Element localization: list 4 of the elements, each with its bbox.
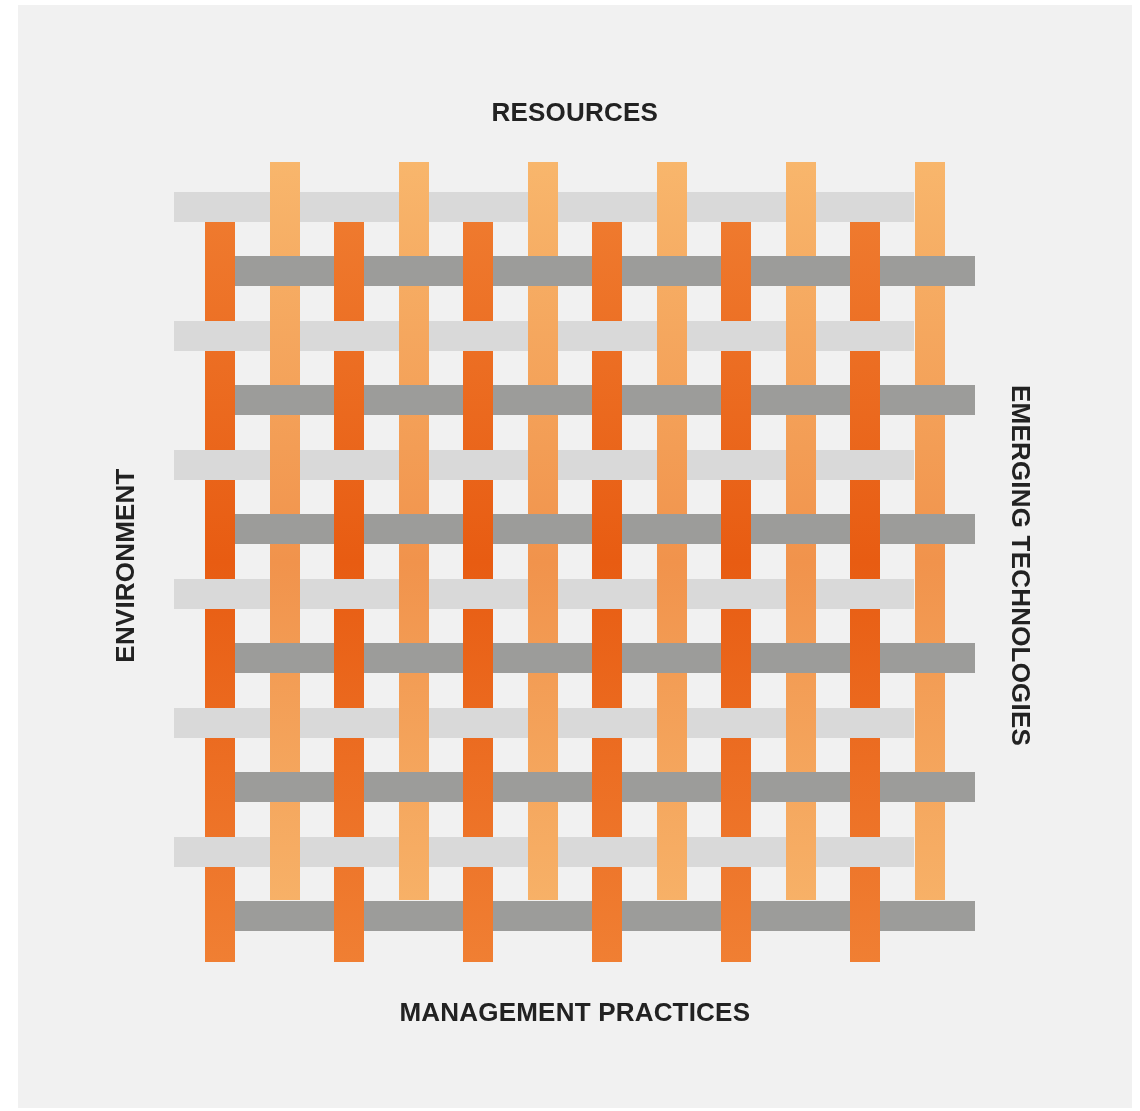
axis-label: RESOURCES xyxy=(491,96,658,128)
axis-label: ENVIRONMENT xyxy=(109,467,141,663)
axis-label: MANAGEMENT PRACTICES xyxy=(399,996,751,1028)
axis-label: EMERGING TECHNOLOGIES xyxy=(1004,384,1036,746)
